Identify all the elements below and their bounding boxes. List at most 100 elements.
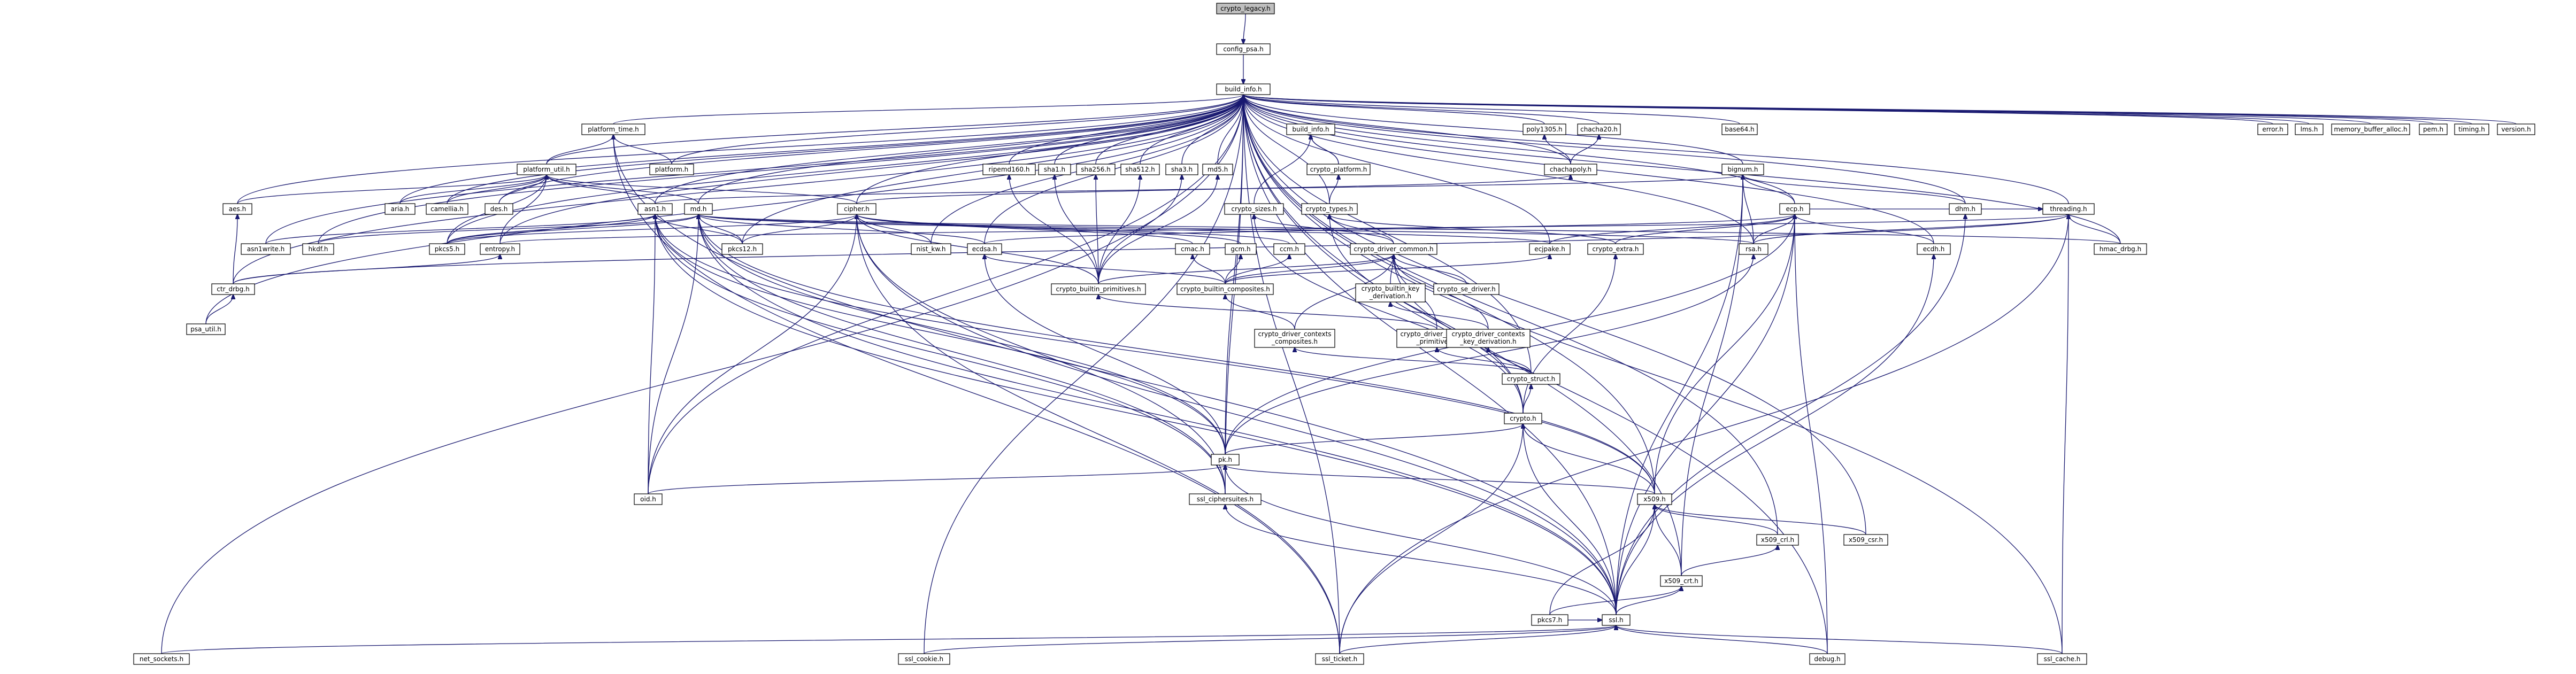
node-x509-csr[interactable]: x509_csr.h	[1843, 534, 1888, 546]
node-rsa[interactable]: rsa.h	[1739, 243, 1768, 255]
edge-chachapoly-poly1305	[1544, 135, 1571, 165]
node-threading[interactable]: threading.h	[2042, 203, 2095, 215]
node-base64[interactable]: base64.h	[1721, 123, 1758, 135]
node-asn1[interactable]: asn1.h	[637, 203, 673, 215]
node-label: pk.h	[1218, 456, 1232, 463]
node-version[interactable]: version.h	[2497, 123, 2535, 135]
edge-ssl_ciphersuites-asn1	[655, 214, 1226, 494]
edge-chacha20-build_info	[1243, 95, 1600, 125]
node-pk[interactable]: pk.h	[1211, 454, 1240, 466]
node-crypto-extra[interactable]: crypto_extra.h	[1587, 243, 1644, 255]
node-bignum[interactable]: bignum.h	[1721, 164, 1764, 175]
node-nist-kw[interactable]: nist_kw.h	[911, 243, 951, 255]
node-pem[interactable]: pem.h	[2419, 123, 2448, 135]
node-label: md5.h	[1208, 166, 1228, 173]
node-ecdsa[interactable]: ecdsa.h	[967, 243, 1002, 255]
node-aes[interactable]: aes.h	[222, 203, 252, 215]
node-entropy[interactable]: entropy.h	[480, 243, 520, 255]
node-crypto-se-driver[interactable]: crypto_se_driver.h	[1433, 283, 1500, 295]
node-platform-time[interactable]: platform_time.h	[581, 123, 645, 135]
node-crypto-driver-contexts-composites[interactable]: crypto_driver_contexts_composites.h	[1254, 329, 1335, 348]
edge-pk-asn1	[655, 214, 1226, 455]
node-x509[interactable]: x509.h	[1637, 493, 1672, 505]
node-debug[interactable]: debug.h	[1809, 653, 1846, 665]
node-box	[581, 123, 645, 135]
node-hkdf[interactable]: hkdf.h	[302, 243, 334, 255]
edge-threading-build_info	[1243, 95, 2069, 204]
node-label: platform_util.h	[523, 166, 570, 173]
node-asn1write[interactable]: asn1write.h	[241, 243, 291, 255]
node-crypto[interactable]: crypto.h	[1504, 413, 1542, 424]
node-crypto-sizes[interactable]: crypto_sizes.h	[1224, 203, 1284, 215]
node-crypto-driver-common[interactable]: crypto_driver_common.h	[1350, 243, 1437, 255]
node-crypto-types[interactable]: crypto_types.h	[1301, 203, 1358, 215]
node-ctr-drbg[interactable]: ctr_drbg.h	[211, 283, 255, 295]
node-sha512[interactable]: sha512.h	[1120, 164, 1160, 175]
node-ssl-ciphersuites[interactable]: ssl_ciphersuites.h	[1189, 493, 1262, 505]
node-ecp[interactable]: ecp.h	[1779, 203, 1810, 215]
node-build-info[interactable]: build_info.h	[1216, 83, 1271, 95]
edge-asn1-platform_util	[547, 175, 656, 204]
node-build-info2[interactable]: build_info.h	[1286, 123, 1335, 135]
node-memory-buffer-alloc[interactable]: memory_buffer_alloc.h	[2331, 123, 2410, 135]
node-crypto-struct[interactable]: crypto_struct.h	[1502, 373, 1560, 385]
node-ssl-cookie[interactable]: ssl_cookie.h	[898, 653, 950, 665]
node-sha256[interactable]: sha256.h	[1076, 164, 1116, 175]
node-crypto-legacy[interactable]: crypto_legacy.h	[1216, 3, 1275, 14]
node-pkcs12[interactable]: pkcs12.h	[721, 243, 763, 255]
edge-ecp-build_info	[1243, 95, 1795, 204]
node-sha3[interactable]: sha3.h	[1165, 164, 1198, 175]
node-hmac-drbg[interactable]: hmac_drbg.h	[2094, 243, 2147, 255]
node-label: ecdh.h	[1923, 245, 1945, 253]
node-pkcs7[interactable]: pkcs7.h	[1531, 614, 1568, 626]
node-camellia[interactable]: camellia.h	[426, 203, 468, 215]
node-x509-crl[interactable]: x509_crl.h	[1756, 534, 1799, 546]
node-lms[interactable]: lms.h	[2295, 123, 2324, 135]
node-net-sockets[interactable]: net_sockets.h	[133, 653, 190, 665]
edge-crypto_builtin_primitives-sha256	[1096, 175, 1099, 284]
node-crypto-builtin-key-derivation[interactable]: crypto_builtin_key_derivation.h	[1355, 283, 1426, 303]
node-ripemd160[interactable]: ripemd160.h	[982, 164, 1036, 175]
node-ccm[interactable]: ccm.h	[1273, 243, 1305, 255]
node-ssl-cache[interactable]: ssl_cache.h	[2037, 653, 2087, 665]
node-timing[interactable]: timing.h	[2454, 123, 2489, 135]
node-platform-util[interactable]: platform_util.h	[517, 164, 576, 175]
node-crypto-driver-contexts-key-derivation[interactable]: crypto_driver_contexts_key_derivation.h	[1446, 329, 1531, 348]
node-gcm[interactable]: gcm.h	[1225, 243, 1257, 255]
node-cmac[interactable]: cmac.h	[1175, 243, 1210, 255]
node-label: dhm.h	[1955, 205, 1975, 213]
edge-platform-platform_time	[613, 135, 672, 165]
node-error[interactable]: error.h	[2257, 123, 2288, 135]
node-ecjpake[interactable]: ecjpake.h	[1529, 243, 1571, 255]
node-pkcs5[interactable]: pkcs5.h	[429, 243, 465, 255]
node-cipher[interactable]: cipher.h	[837, 203, 876, 215]
node-sha1[interactable]: sha1.h	[1038, 164, 1071, 175]
node-x509-crt[interactable]: x509_crt.h	[1660, 575, 1703, 587]
node-ecdh[interactable]: ecdh.h	[1917, 243, 1951, 255]
node-des[interactable]: des.h	[485, 203, 513, 215]
node-ssl-ticket[interactable]: ssl_ticket.h	[1315, 653, 1364, 665]
edge-ssl_ticket-ssl	[1339, 625, 1616, 654]
node-chachapoly[interactable]: chachapoly.h	[1544, 164, 1597, 175]
node-md5[interactable]: md5.h	[1202, 164, 1233, 175]
edge-pk-rsa	[1225, 254, 1754, 455]
node-crypto-platform[interactable]: crypto_platform.h	[1306, 164, 1371, 175]
node-platform[interactable]: platform.h	[649, 164, 694, 175]
edge-crypto_types-crypto_platform	[1329, 175, 1339, 204]
node-oid[interactable]: oid.h	[634, 493, 663, 505]
node-dhm[interactable]: dhm.h	[1949, 203, 1982, 215]
node-ssl[interactable]: ssl.h	[1602, 614, 1631, 626]
node-md[interactable]: md.h	[684, 203, 713, 215]
node-aria[interactable]: aria.h	[385, 203, 416, 215]
edge-crypto_builtin_composites-ecdsa	[985, 254, 1226, 284]
node-psa-util[interactable]: psa_util.h	[186, 323, 226, 335]
node-box	[1216, 3, 1275, 14]
node-crypto-builtin-primitives[interactable]: crypto_builtin_primitives.h	[1051, 283, 1146, 295]
node-box	[480, 243, 520, 255]
node-config-psa[interactable]: config_psa.h	[1216, 43, 1271, 55]
node-crypto-builtin-composites[interactable]: crypto_builtin_composites.h	[1176, 283, 1274, 295]
node-poly1305[interactable]: poly1305.h	[1522, 123, 1566, 135]
edge-chachapoly-chacha20	[1570, 135, 1599, 165]
node-chacha20[interactable]: chacha20.h	[1577, 123, 1621, 135]
